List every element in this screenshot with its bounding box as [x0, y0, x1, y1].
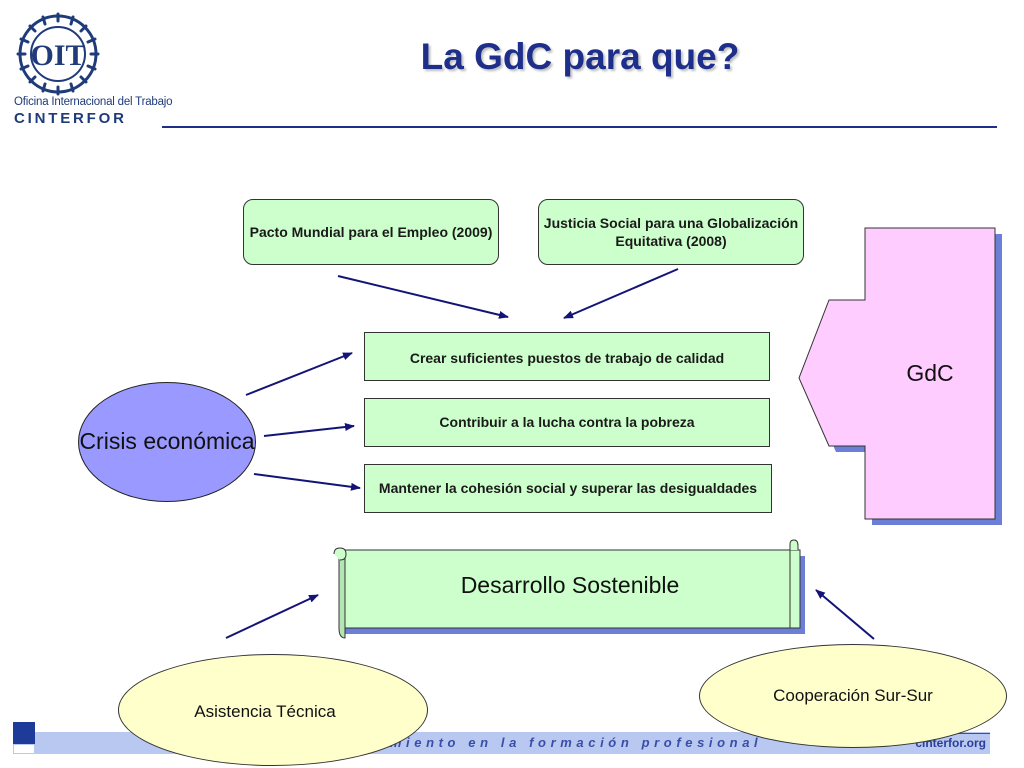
arrow-crisis-to-mantener — [253, 473, 361, 491]
logo-organization-name: Oficina Internacional del Trabajo — [14, 96, 173, 108]
arrow-crisis-to-contribuir — [263, 423, 355, 437]
arrow-justicia-to-goals — [563, 268, 679, 319]
asistencia-tecnica-ellipse: Asistencia Técnica — [118, 654, 428, 766]
oit-emblem-icon: OIT — [16, 12, 100, 96]
goal-pobreza-box: Contribuir a la lucha contra la pobreza — [364, 398, 770, 447]
goal-crear-empleo-box: Crear suficientes puestos de trabajo de … — [364, 332, 770, 381]
arrow-asistencia-to-desarrollo — [225, 594, 319, 639]
logo-brand-name: CINTERFOR — [14, 110, 127, 127]
footer-square-decoration-light — [13, 744, 35, 754]
arrow-pacto-to-goals — [337, 275, 509, 319]
footer-square-decoration — [13, 722, 35, 744]
pacto-mundial-box: Pacto Mundial para el Empleo (2009) — [243, 199, 499, 265]
title-divider — [162, 126, 997, 128]
desarrollo-sostenible-label: Desarrollo Sostenible — [460, 572, 680, 598]
crisis-economica-ellipse: Crisis económica — [78, 382, 256, 502]
page-title: La GdC para que? — [420, 36, 740, 77]
gdc-arrow-shape — [798, 227, 996, 520]
cooperacion-sur-sur-ellipse: Cooperación Sur-Sur — [699, 644, 1007, 748]
logo-emblem-text: OIT — [30, 39, 85, 72]
goal-cohesion-box: Mantener la cohesión social y superar la… — [364, 464, 772, 513]
gdc-label: GdC — [906, 360, 954, 386]
cinterfor-logo: OIT Oficina Internacional del Trabajo CI… — [10, 12, 173, 127]
arrow-cooperacion-to-desarrollo — [815, 589, 875, 640]
footer-tagline: rimiento en la formación profesional — [372, 735, 763, 750]
justicia-social-box: Justicia Social para una Globalización E… — [538, 199, 804, 265]
desarrollo-scroll — [333, 539, 805, 639]
arrow-crisis-to-crear — [245, 352, 353, 396]
